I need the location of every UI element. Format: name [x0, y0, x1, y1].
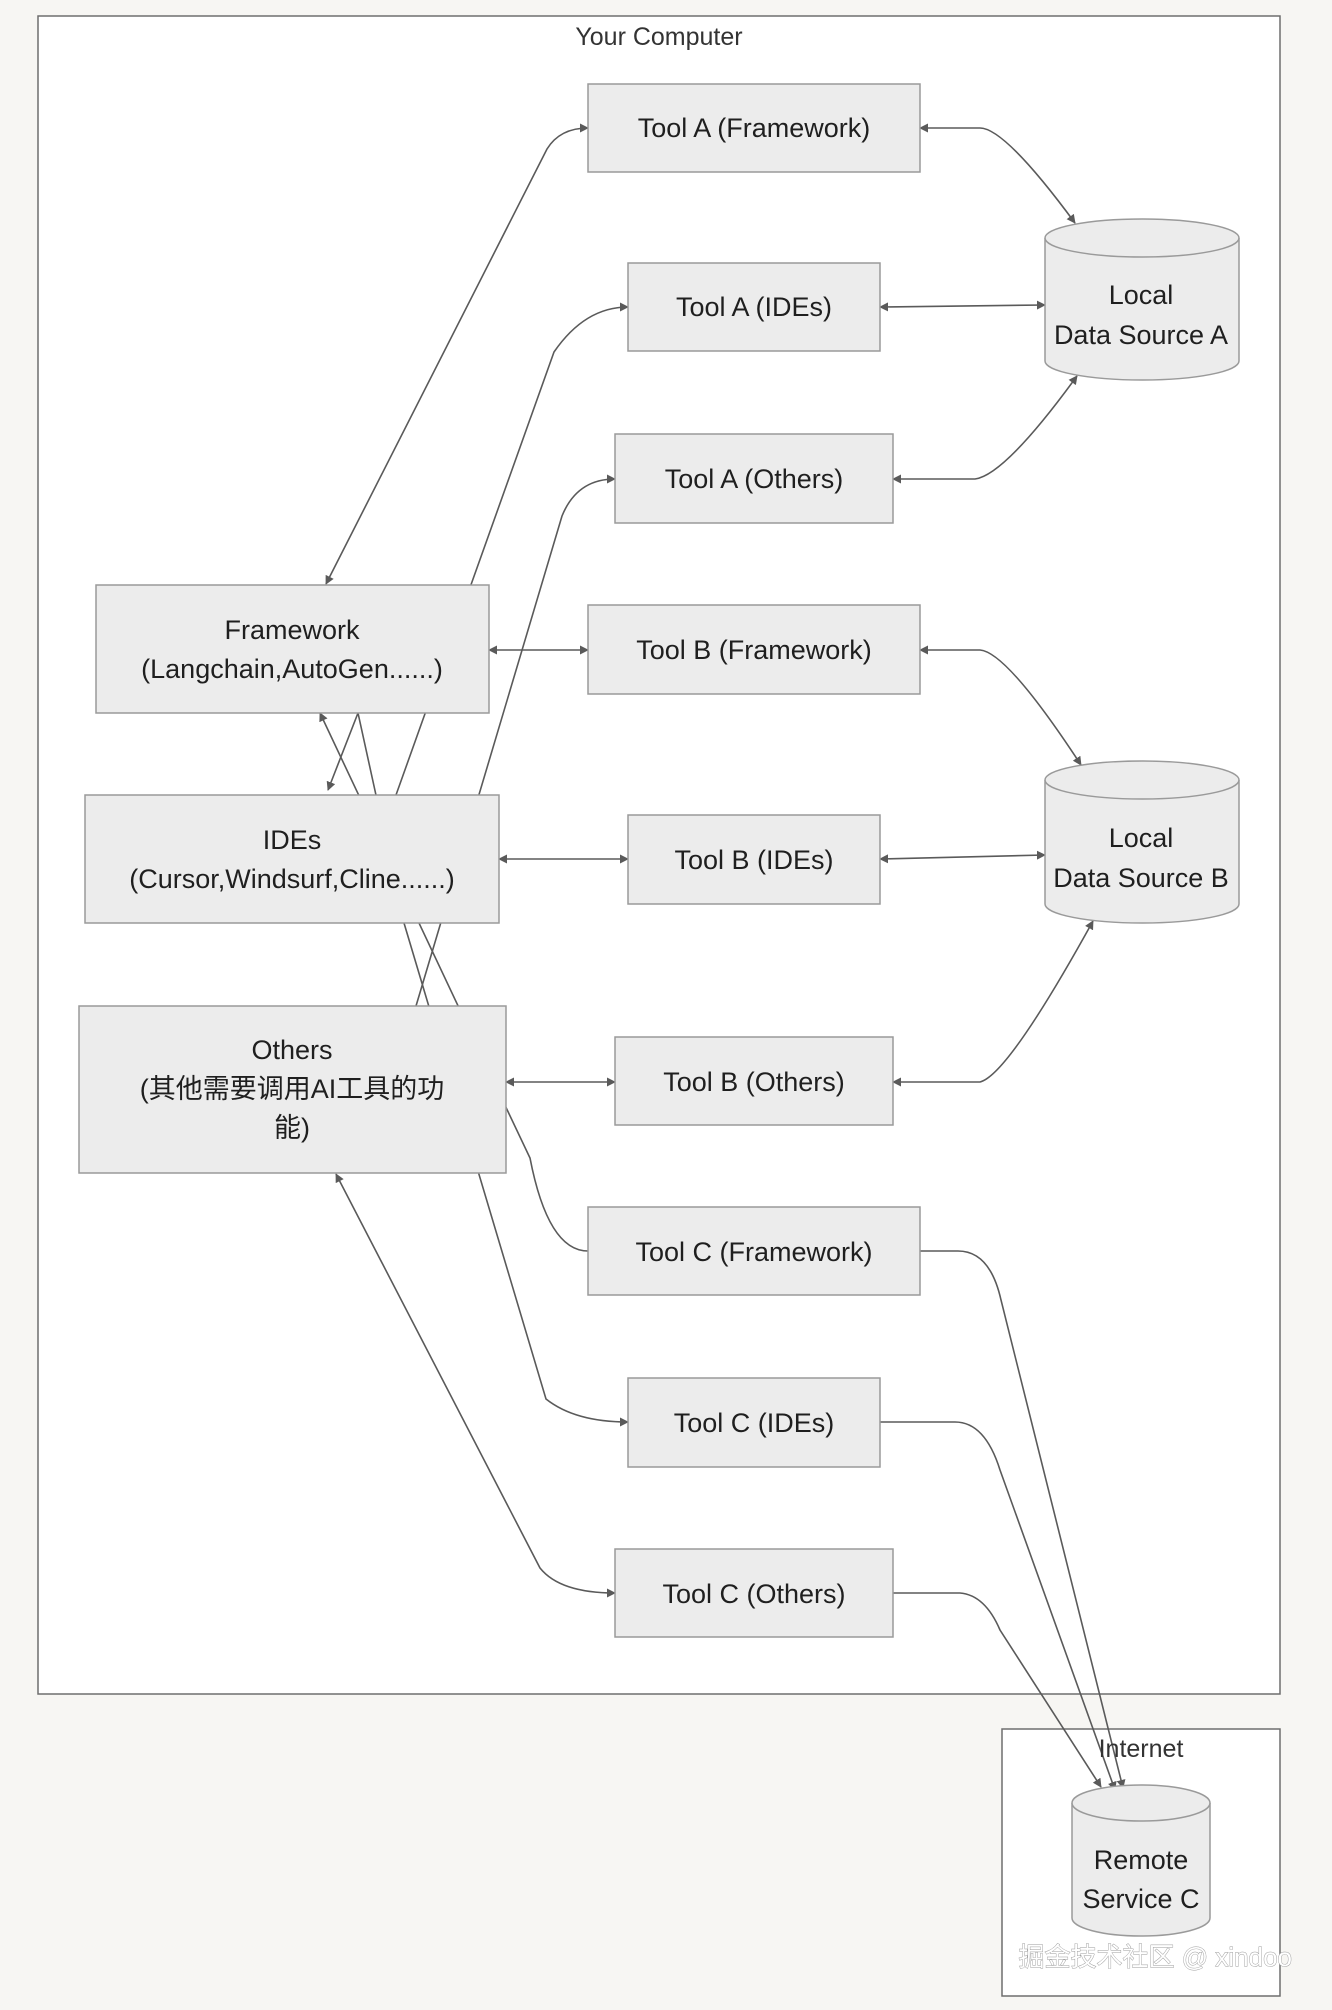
tool-b-others-node: Tool B (Others): [614, 1036, 894, 1126]
others-node: Others (其他需要调用AI工具的功 能): [78, 1005, 507, 1174]
edge-tool-b-others-data-source-b: [892, 920, 1094, 1087]
tool-c-framework-node: Tool C (Framework): [587, 1206, 921, 1296]
tool-c-others-label: Tool C (Others): [662, 1579, 845, 1609]
remote-service-c-label-line2: Service C: [1082, 1884, 1199, 1914]
tool-a-others-label: Tool A (Others): [665, 464, 844, 494]
others-label: Others: [251, 1035, 332, 1065]
framework-examples: (Langchain,AutoGen......): [141, 654, 443, 684]
tool-b-ides-node: Tool B (IDEs): [627, 814, 881, 905]
tool-b-ides-label: Tool B (IDEs): [674, 845, 833, 875]
data-source-a-label-line2: Data Source A: [1054, 320, 1228, 350]
local-data-source-a: Local Data Source A: [1044, 218, 1240, 381]
edge-others-tool-a-others: [415, 474, 616, 1007]
tool-b-framework-node: Tool B (Framework): [587, 604, 921, 695]
tool-a-framework-label: Tool A (Framework): [638, 113, 871, 143]
data-source-b-label-line2: Data Source B: [1053, 863, 1229, 893]
edge-ides-tool-a-ides: [395, 302, 629, 796]
your-computer-title: Your Computer: [575, 23, 742, 51]
watermark: 掘金技术社区 @ xindoo: [1019, 1942, 1292, 1972]
others-description-line2: 能): [274, 1113, 310, 1143]
tool-a-ides-label: Tool A (IDEs): [676, 292, 832, 322]
framework-label: Framework: [224, 615, 360, 645]
edge-tool-c-ides-remote: [880, 1421, 1117, 1791]
data-source-b-label-line1: Local: [1109, 823, 1174, 853]
edge-tool-c-others-remote: [893, 1592, 1102, 1788]
tool-a-framework-node: Tool A (Framework): [587, 83, 921, 173]
edge-tool-c-framework-remote: [920, 1250, 1126, 1789]
ides-examples: (Cursor,Windsurf,Cline......): [129, 864, 455, 894]
tool-c-ides-node: Tool C (IDEs): [627, 1377, 881, 1468]
edge-framework-tool-a-framework: [325, 123, 589, 585]
remote-service-c: Remote Service C: [1071, 1784, 1211, 1937]
tool-c-ides-label: Tool C (IDEs): [674, 1408, 835, 1438]
edge-tool-b-framework-data-source-b: [919, 645, 1082, 766]
internet-title: Internet: [1099, 1735, 1184, 1763]
edge-tool-a-others-data-source-a: [892, 375, 1078, 484]
others-description-line1: (其他需要调用AI工具的功: [140, 1074, 445, 1104]
edge-others-tool-c-others: [335, 1173, 616, 1598]
edges: [319, 123, 1126, 1791]
ides-node: IDEs (Cursor,Windsurf,Cline......): [84, 794, 500, 924]
remote-service-c-label-line1: Remote: [1094, 1845, 1189, 1875]
edge-tool-a-ides-data-source-a: [879, 300, 1046, 312]
edge-tool-b-ides-data-source-b: [879, 850, 1046, 864]
tool-c-framework-label: Tool C (Framework): [635, 1237, 872, 1267]
tool-a-ides-node: Tool A (IDEs): [627, 262, 881, 352]
framework-node: Framework (Langchain,AutoGen......): [95, 584, 490, 714]
edge-tool-a-framework-data-source-a: [919, 123, 1076, 224]
tool-b-others-label: Tool B (Others): [663, 1067, 845, 1097]
tool-c-others-node: Tool C (Others): [614, 1548, 894, 1638]
tool-a-others-node: Tool A (Others): [614, 433, 894, 524]
ides-label: IDEs: [263, 825, 322, 855]
local-data-source-b: Local Data Source B: [1044, 760, 1240, 924]
tool-b-framework-label: Tool B (Framework): [636, 635, 872, 665]
data-source-a-label-line1: Local: [1109, 280, 1174, 310]
